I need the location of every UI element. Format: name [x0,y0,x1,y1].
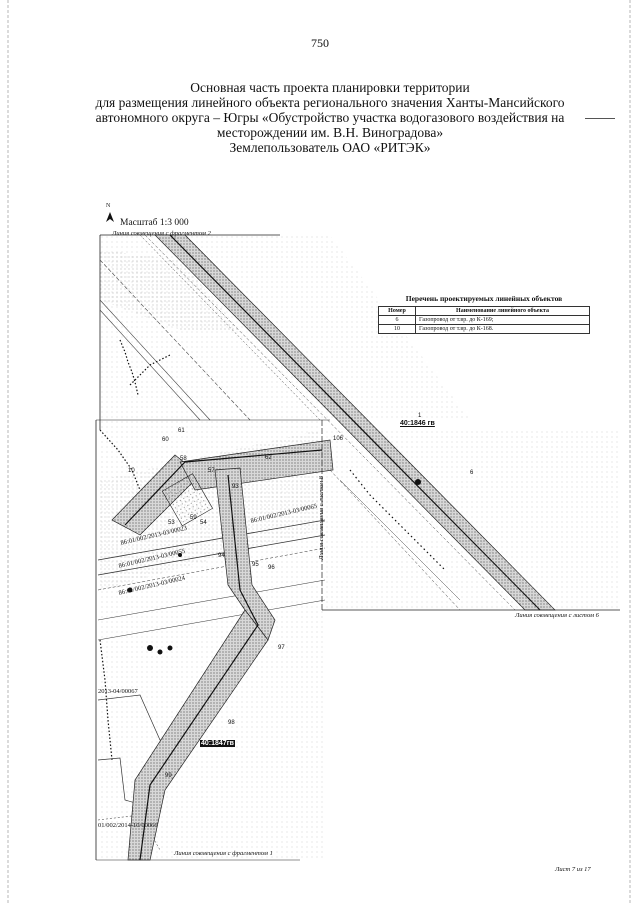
fragment-upper [99,234,470,430]
point-59: 59 [190,515,197,521]
point-97: 97 [278,645,285,651]
point-95: 95 [252,562,259,568]
legend-row-number: 10 [378,324,416,334]
point-62: 62 [265,455,272,461]
marker-label-1: 40:1846 гв [400,420,435,427]
point-58: 58 [180,456,187,462]
point-1: 1 [418,413,422,419]
legend-grid: Номер Наименование линейного объекта 6 Г… [378,306,590,334]
legend-row-name: Газопровод от т.вр. до К-168. [415,324,590,334]
legend-row-number: 6 [378,315,416,325]
match-line-sheet-8: Линия совмещения с листом 8 [318,476,325,560]
point-57: 57 [208,468,215,474]
legend-col-number: Номер [378,306,416,316]
point-96: 96 [268,565,275,571]
legend-table: Перечень проектируемых линейных объектов… [378,294,590,334]
north-arrow-icon [106,212,114,222]
point-106: 106 [333,436,344,442]
pipeline-corridor-lower [111,439,334,861]
fragment-right [321,420,620,611]
parcel-label-5: 01/002/2014-10/00066 [98,822,158,829]
title-line-1: Основная часть проекта планировки террит… [190,80,470,95]
margin-tick [585,118,615,119]
scale-label: Масштаб 1:3 000 [120,218,189,228]
pipe-label-6: 6 [470,470,474,476]
point-61: 61 [178,428,185,434]
match-line-sheet-6: Линия совмещения с листом 6 [515,612,599,619]
title-line-2: для размещения линейного объекта региона… [95,95,565,110]
north-label: N [106,203,111,209]
match-line-fragment-2: Линия совмещения с фрагментом 2 [112,230,211,237]
legend-row-name: Газопровод от т.вр. до К-169; [415,315,590,325]
point-53: 53 [168,520,175,526]
title-line-4: месторождении им. В.Н. Виноградова» [216,125,444,140]
page-number: 750 [311,36,329,50]
legend-row: 10 Газопровод от т.вр. до К-168. [378,324,590,334]
point-98: 98 [228,720,235,726]
title-line-3: автономного округа – Югры «Обустройство … [95,110,565,125]
legend-title: Перечень проектируемых линейных объектов [405,294,563,303]
match-line-fragment-1: Линия совмещения с фрагментом 1 [174,850,273,857]
document-title: Основная часть проекта планировки террит… [80,80,580,155]
pipe-label-10: 10 [128,468,135,474]
parcel-label-4: 2013-04/00067 [98,688,138,695]
point-93: 93 [232,484,239,490]
legend-row: 6 Газопровод от т.вр. до К-169; [378,315,590,325]
point-99: 99 [165,773,172,779]
title-line-5: Землепользователь ОАО «РИТЭК» [229,140,431,155]
marker-label-2: 40:1847гв [200,740,235,747]
sheet-label: Лист 7 из 17 [555,866,591,873]
point-94: 94 [218,553,225,559]
legend-col-name: Наименование линейного объекта [415,306,590,316]
point-54: 54 [200,520,207,526]
point-60: 60 [162,437,169,443]
legend-header-row: Номер Наименование линейного объекта [378,306,590,316]
